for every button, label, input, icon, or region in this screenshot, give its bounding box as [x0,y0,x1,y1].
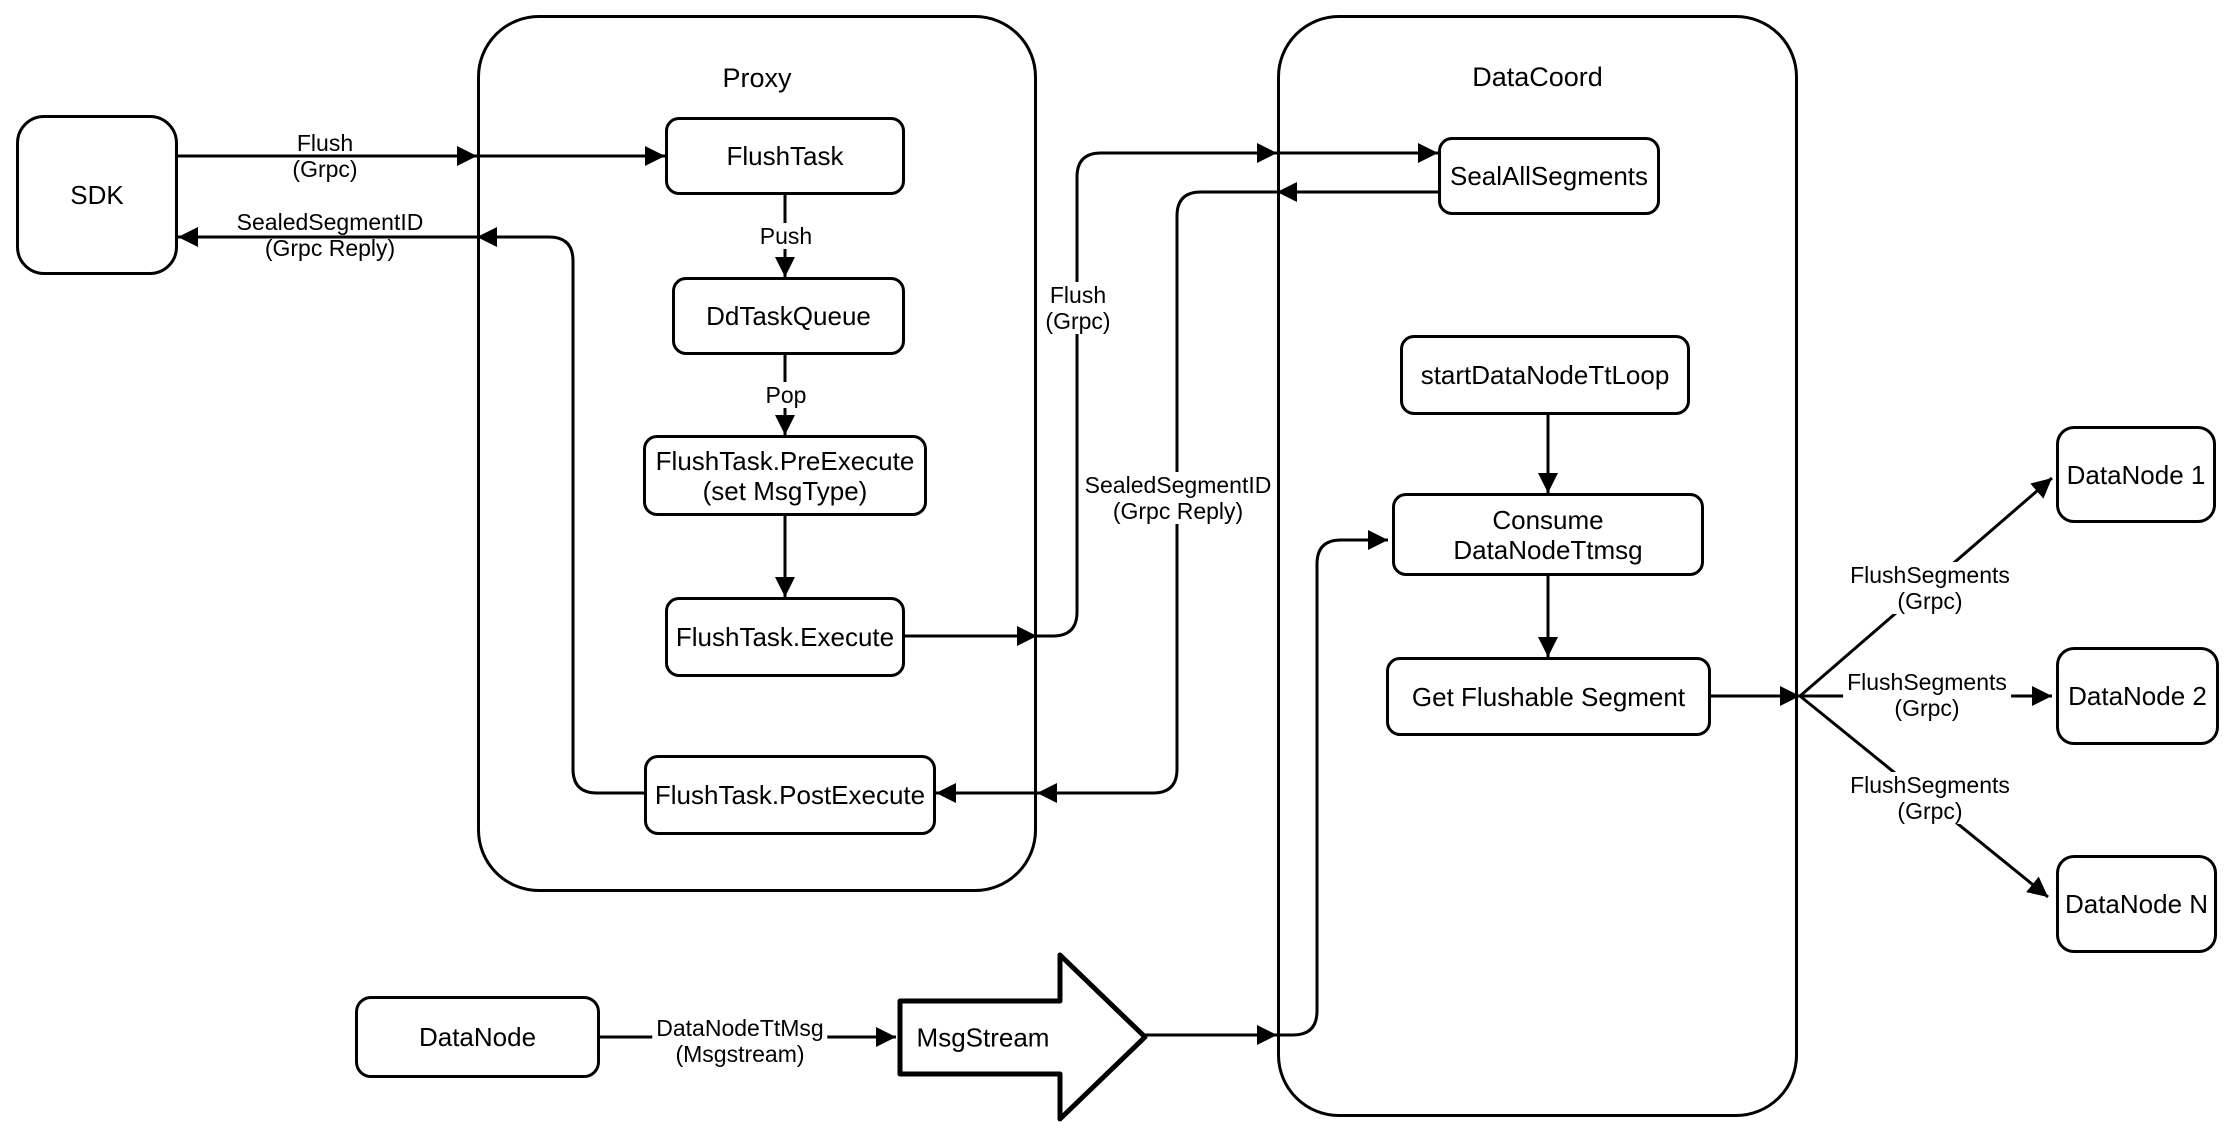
node-flushtask-preexecute: FlushTask.PreExecute (set MsgType) [643,435,927,516]
node-flushtask: FlushTask [665,117,905,195]
node-consume-datanodettmsg: Consume DataNodeTtmsg [1392,493,1704,576]
edge-label-sealedsegmentid-coord: SealedSegmentID (Grpc Reply) [1080,472,1276,524]
node-get-flushable-segment: Get Flushable Segment [1386,657,1711,736]
edge-execute-to-sealallsegments [905,143,1438,646]
node-datanode-n: DataNode N [2056,855,2217,953]
edge-label-flushsegments-1: FlushSegments (Grpc) [1846,562,2014,614]
proxy-container [477,15,1037,892]
node-flushtask-postexecute: FlushTask.PostExecute [644,755,936,835]
datacoord-container [1277,15,1798,1117]
msgstream-label: MsgStream [916,1022,1050,1053]
node-startdatanodettloop: startDataNodeTtLoop [1400,335,1690,415]
edge-label-flushsegments-2: FlushSegments (Grpc) [1843,669,2011,721]
edge-postexecute-to-sdk [178,227,644,795]
edge-label-flushsegments-3: FlushSegments (Grpc) [1846,772,2014,824]
node-flushtask-execute: FlushTask.Execute [665,597,905,677]
edge-label-pop: Pop [761,382,811,408]
edge-label-push: Push [755,223,817,249]
node-sealallsegments: SealAllSegments [1438,137,1660,215]
edge-label-sealedsegmentid-sdk: SealedSegmentID (Grpc Reply) [236,209,424,261]
node-datanode-bottom: DataNode [355,996,600,1078]
node-datanode-1: DataNode 1 [2056,426,2216,523]
edge-label-flush-grpc-sdk: Flush (Grpc) [292,130,358,182]
node-ddtaskqueue: DdTaskQueue [672,277,905,355]
proxy-container-title: Proxy [722,63,792,93]
edge-label-datanodettmsg: DataNodeTtMsg (Msgstream) [652,1015,828,1067]
datacoord-container-title: DataCoord [1472,62,1603,92]
edge-msgstream-to-consume [1145,530,1388,1045]
node-sdk: SDK [16,115,178,275]
msgstream-block-arrow [897,952,1148,1122]
node-datanode-2: DataNode 2 [2056,647,2219,745]
edge-label-flush-grpc-coord: Flush (Grpc) [1041,282,1115,334]
